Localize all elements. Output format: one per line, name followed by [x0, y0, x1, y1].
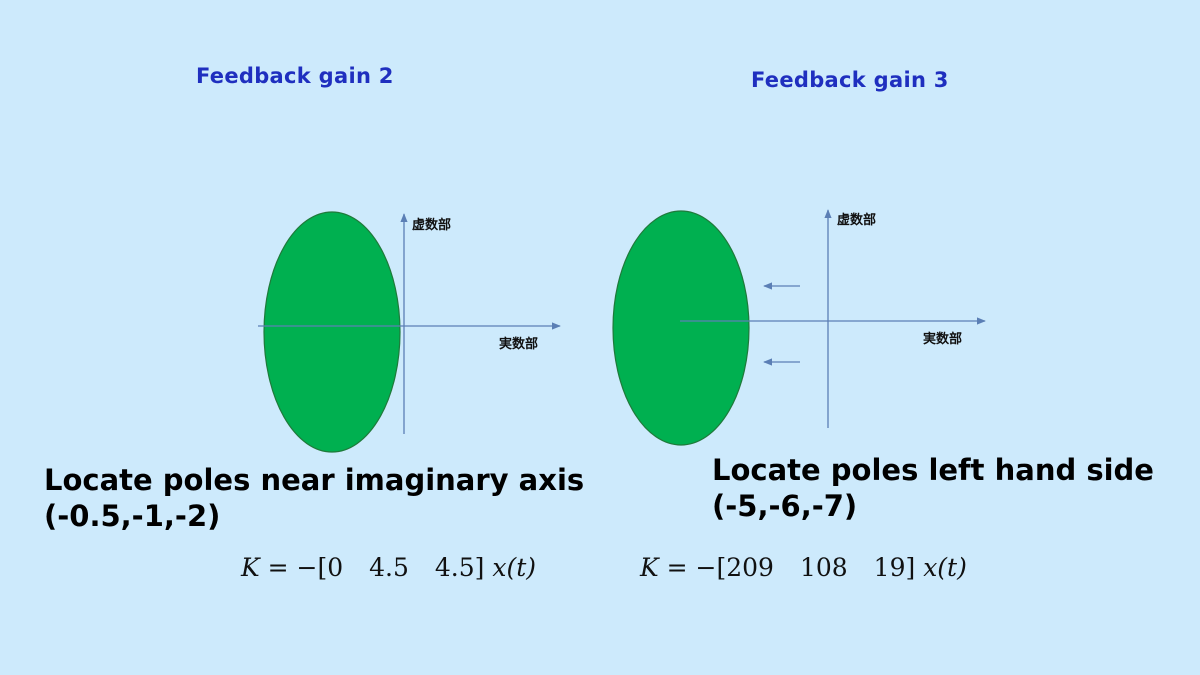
formula-left-value-2: 4.5	[369, 553, 409, 582]
formula-left-eq: = −[	[259, 553, 328, 582]
feedback-gain-2-title: Feedback gain 2	[196, 64, 394, 88]
formula-left-rhs: x(t)	[492, 553, 537, 582]
formula-right-value-1: 209	[726, 553, 774, 582]
description-right-poles: (-5,-6,-7)	[712, 489, 858, 523]
formula-right-rhs: x(t)	[923, 553, 967, 582]
imaginary-axis-label-left: 虚数部	[412, 217, 451, 233]
formula-right-lhs: K	[640, 553, 659, 582]
formula-right-value-3: 19	[873, 553, 906, 582]
description-right-line1: Locate poles left hand side	[712, 453, 1154, 487]
real-axis-label-right: 実数部	[923, 331, 962, 347]
gain-formula-left: K = −[0 4.5 4.5] x(t)	[241, 553, 536, 582]
feedback-gain-3-title: Feedback gain 3	[751, 68, 949, 92]
formula-left-value-3: 4.5	[434, 553, 475, 582]
formula-left-close: ]	[474, 553, 493, 582]
pole-region-ellipse-right	[612, 210, 750, 446]
description-left-line1: Locate poles near imaginary axis	[44, 463, 585, 497]
description-left: Locate poles near imaginary axis (-0.5,-…	[44, 462, 584, 534]
imaginary-axis-label-right: 虚数部	[837, 212, 876, 228]
formula-right-close: ]	[905, 553, 924, 582]
formula-left-value-1: 0	[327, 553, 344, 582]
formula-right-eq: = −[	[658, 553, 727, 582]
real-axis-label-left: 実数部	[499, 336, 538, 352]
gain-formula-right: K = −[209 108 19] x(t)	[640, 553, 967, 582]
formula-right-value-2: 108	[799, 553, 848, 582]
formula-left-lhs: K	[241, 553, 260, 582]
description-right: Locate poles left hand side (-5,-6,-7)	[712, 452, 1154, 524]
pole-region-ellipse-left	[263, 211, 401, 453]
description-left-poles: (-0.5,-1,-2)	[44, 499, 221, 533]
